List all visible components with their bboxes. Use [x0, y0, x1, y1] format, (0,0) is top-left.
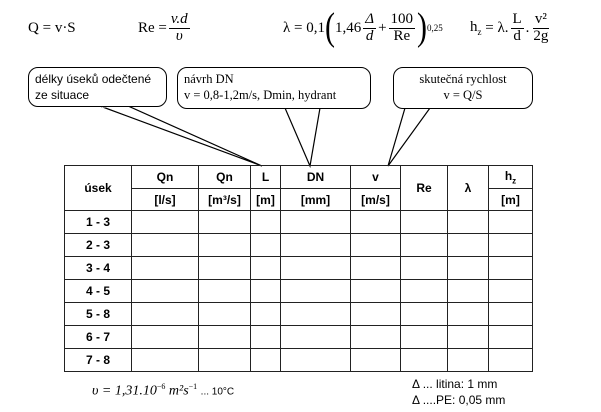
cell[interactable]	[447, 325, 489, 349]
cell[interactable]	[447, 302, 489, 326]
callout-section-lengths: délky úseků odečtené ze situace	[28, 67, 167, 107]
viscosity-note: υ = 1,31.10−6 m²s−1 ... 10°C	[92, 382, 235, 399]
col-header-hz: hz	[488, 165, 533, 189]
col-header-length: L	[250, 165, 281, 189]
cell[interactable]	[250, 233, 281, 257]
table-row: 2 - 3	[64, 233, 533, 257]
table-row: 7 - 8	[64, 348, 533, 372]
cell[interactable]	[131, 279, 199, 303]
callout-actual-velocity: skutečná rychlost v = Q/S	[393, 67, 533, 109]
unit-qn-ls: [l/s]	[131, 188, 199, 211]
cell[interactable]	[488, 348, 533, 372]
formula-reynolds: Re = v.d υ	[138, 10, 190, 44]
cell[interactable]	[488, 233, 533, 257]
cell[interactable]	[250, 279, 281, 303]
section-label: 5 - 8	[64, 302, 132, 326]
roughness-cast-iron: Δ ... litina: 1 mm	[412, 377, 498, 391]
cell[interactable]	[250, 348, 281, 372]
cell[interactable]	[447, 256, 489, 280]
cell[interactable]	[400, 256, 448, 280]
cell[interactable]	[198, 210, 251, 234]
cell[interactable]	[131, 302, 199, 326]
cell[interactable]	[447, 348, 489, 372]
cell[interactable]	[447, 210, 489, 234]
unit-velocity: [m/s]	[350, 188, 401, 211]
table-row: 6 - 7	[64, 325, 533, 349]
callout-dn-design: návrh DN v = 0,8-1,2m/s, Dmin, hydrant	[177, 67, 371, 109]
col-header-dn: DN	[280, 165, 351, 189]
cell[interactable]	[488, 256, 533, 280]
cell[interactable]	[488, 325, 533, 349]
section-header: úsek	[64, 165, 132, 211]
unit-hz: [m]	[488, 188, 533, 211]
cell[interactable]	[131, 348, 199, 372]
cell[interactable]	[250, 302, 281, 326]
cell[interactable]	[488, 210, 533, 234]
unit-length: [m]	[250, 188, 281, 211]
section-label: 6 - 7	[64, 325, 132, 349]
col-header-re: Re	[400, 165, 448, 211]
section-label: 2 - 3	[64, 233, 132, 257]
unit-qn-m3s: [m³/s]	[198, 188, 251, 211]
cell[interactable]	[488, 302, 533, 326]
formula-flow: Q = v·S	[28, 19, 76, 36]
cell[interactable]	[280, 233, 351, 257]
cell[interactable]	[350, 256, 401, 280]
cell[interactable]	[280, 210, 351, 234]
cell[interactable]	[350, 279, 401, 303]
cell[interactable]	[250, 210, 281, 234]
table-row: 5 - 8	[64, 302, 533, 326]
cell[interactable]	[350, 233, 401, 257]
col-header-qn-m3s: Qn	[198, 165, 251, 189]
cell[interactable]	[400, 233, 448, 257]
cell[interactable]	[350, 210, 401, 234]
cell[interactable]	[280, 279, 351, 303]
cell[interactable]	[131, 233, 199, 257]
roughness-pe: Δ ....PE: 0,05 mm	[412, 393, 506, 407]
formula-head-loss: hz = λ. L d . v² 2g	[470, 10, 549, 44]
cell[interactable]	[447, 279, 489, 303]
cell[interactable]	[400, 210, 448, 234]
section-label: 4 - 5	[64, 279, 132, 303]
col-header-velocity: v	[350, 165, 401, 189]
cell[interactable]	[400, 348, 448, 372]
table-row: 4 - 5	[64, 279, 533, 303]
cell[interactable]	[198, 302, 251, 326]
cell[interactable]	[400, 302, 448, 326]
cell[interactable]	[280, 302, 351, 326]
cell[interactable]	[198, 256, 251, 280]
cell[interactable]	[447, 233, 489, 257]
cell[interactable]	[280, 325, 351, 349]
cell[interactable]	[131, 210, 199, 234]
cell[interactable]	[131, 256, 199, 280]
cell[interactable]	[400, 279, 448, 303]
cell[interactable]	[280, 256, 351, 280]
cell[interactable]	[350, 325, 401, 349]
table-row: 1 - 3	[64, 210, 533, 234]
cell[interactable]	[250, 325, 281, 349]
cell[interactable]	[198, 279, 251, 303]
cell[interactable]	[400, 325, 448, 349]
cell[interactable]	[198, 233, 251, 257]
cell[interactable]	[350, 348, 401, 372]
cell[interactable]	[488, 279, 533, 303]
cell[interactable]	[198, 348, 251, 372]
section-label: 7 - 8	[64, 348, 132, 372]
table-row: 3 - 4	[64, 256, 533, 280]
unit-dn: [mm]	[280, 188, 351, 211]
section-label: 3 - 4	[64, 256, 132, 280]
header-row: úsek Qn Qn L DN v Re λ hz	[64, 165, 533, 211]
cell[interactable]	[350, 302, 401, 326]
cell[interactable]	[131, 325, 199, 349]
formula-lambda: λ = 0,1(1,46 Δ d + 100 Re )0,25	[283, 5, 443, 49]
col-header-qn-ls: Qn	[131, 165, 199, 189]
section-label: 1 - 3	[64, 210, 132, 234]
cell[interactable]	[280, 348, 351, 372]
pipe-calculation-table: úsek Qn Qn L DN v Re λ hz [l/s] [m³/s] […	[64, 165, 533, 372]
cell[interactable]	[198, 325, 251, 349]
col-header-lambda: λ	[447, 165, 489, 211]
cell[interactable]	[250, 256, 281, 280]
